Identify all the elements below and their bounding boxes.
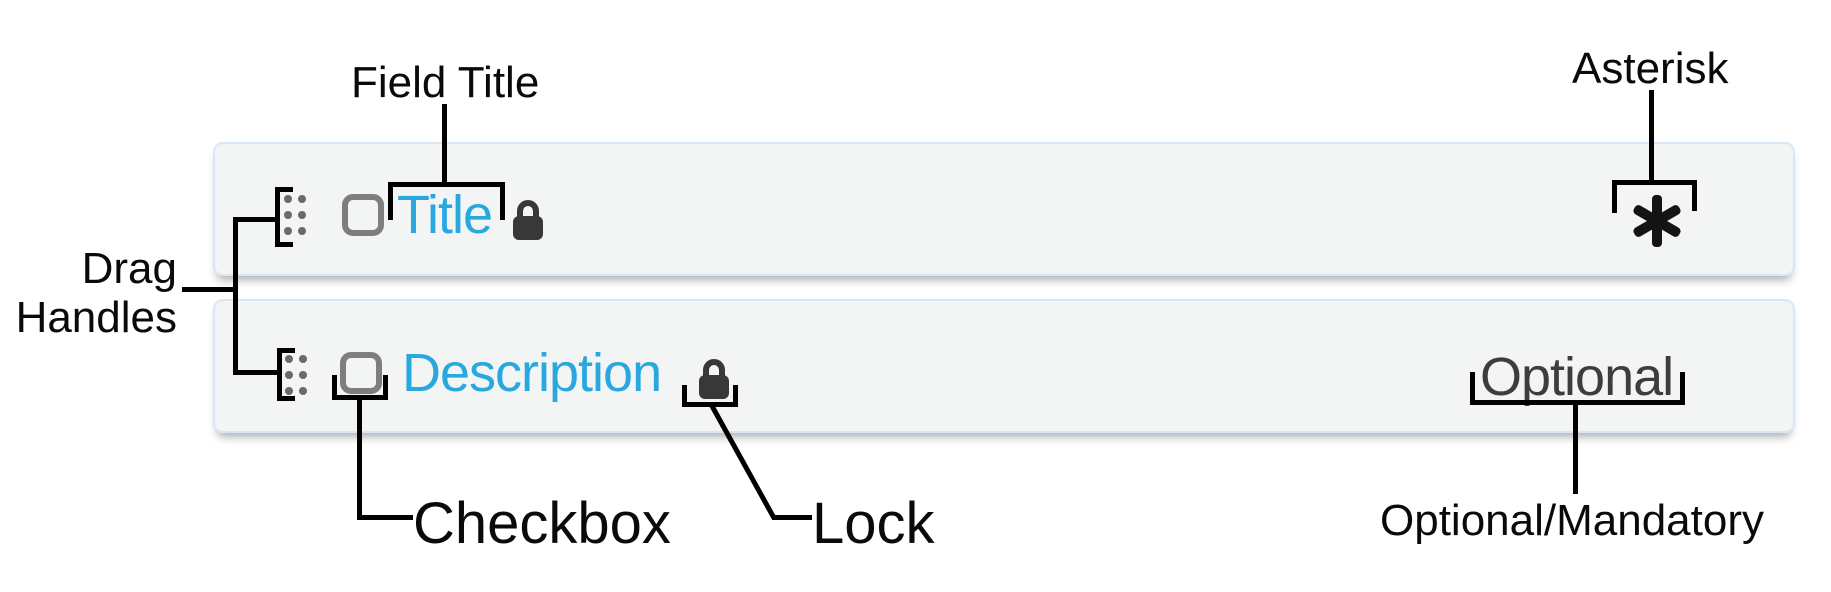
bracket-grip1-toptick (275, 187, 293, 192)
bracket-asterisk-left (1612, 180, 1617, 213)
drag-handle-icon[interactable] (285, 355, 307, 395)
callout-line-lock-diagonal (709, 404, 777, 520)
label-drag-handles: Drag Handles (15, 244, 177, 343)
optional-badge[interactable]: Optional (1480, 347, 1674, 407)
bracket-checkbox-left (332, 375, 337, 400)
bracket-grip2-bottomtick (277, 396, 295, 401)
callout-line-lock-h (772, 515, 812, 520)
label-optional-mandatory: Optional/Mandatory (1380, 496, 1764, 545)
label-asterisk: Asterisk (1572, 44, 1729, 93)
field-row-title: Title (213, 142, 1795, 276)
bracket-title-top (388, 182, 505, 187)
callout-line-drag-stub (182, 287, 238, 292)
bracket-grip2-vertical (277, 348, 282, 401)
callout-line-asterisk (1649, 90, 1654, 183)
callout-line-checkbox-h (360, 515, 413, 520)
field-row-description: Description Optional (213, 299, 1795, 433)
field-title-text[interactable]: Title (397, 185, 493, 245)
field-checkbox[interactable] (342, 194, 384, 236)
bracket-grip2-toptick (277, 348, 295, 353)
callout-line-drag-trunk (233, 217, 238, 375)
bracket-asterisk-top (1612, 180, 1697, 185)
callout-line-optional-v (1573, 404, 1578, 494)
label-lock: Lock (812, 491, 935, 556)
bracket-asterisk-right (1692, 180, 1697, 211)
bracket-optional-left (1470, 372, 1475, 405)
bracket-title-left (388, 182, 393, 220)
field-checkbox[interactable] (340, 352, 382, 394)
label-checkbox: Checkbox (413, 491, 671, 556)
bracket-checkbox-right (383, 375, 388, 400)
lock-icon[interactable] (694, 357, 734, 401)
callout-line-checkbox-v (357, 399, 362, 520)
bracket-lock-left (682, 385, 687, 407)
callout-line-drag-top (238, 217, 277, 222)
bracket-optional-right (1680, 372, 1685, 405)
field-title-text[interactable]: Description (402, 343, 662, 403)
callout-line-field-title (442, 104, 447, 184)
bracket-grip1-bottomtick (275, 242, 293, 247)
drag-handle-icon[interactable] (284, 195, 306, 235)
mandatory-asterisk-icon[interactable] (1629, 193, 1685, 249)
bracket-grip1-vertical (275, 187, 280, 247)
bracket-lock-right (733, 385, 738, 407)
lock-icon[interactable] (508, 198, 548, 242)
callout-line-drag-bottom (238, 370, 277, 375)
bracket-lock-bottom (682, 402, 738, 407)
bracket-optional-bottom (1470, 400, 1685, 405)
label-field-title: Field Title (351, 58, 540, 107)
bracket-title-right (500, 182, 505, 220)
bracket-checkbox-bottom (332, 395, 388, 400)
